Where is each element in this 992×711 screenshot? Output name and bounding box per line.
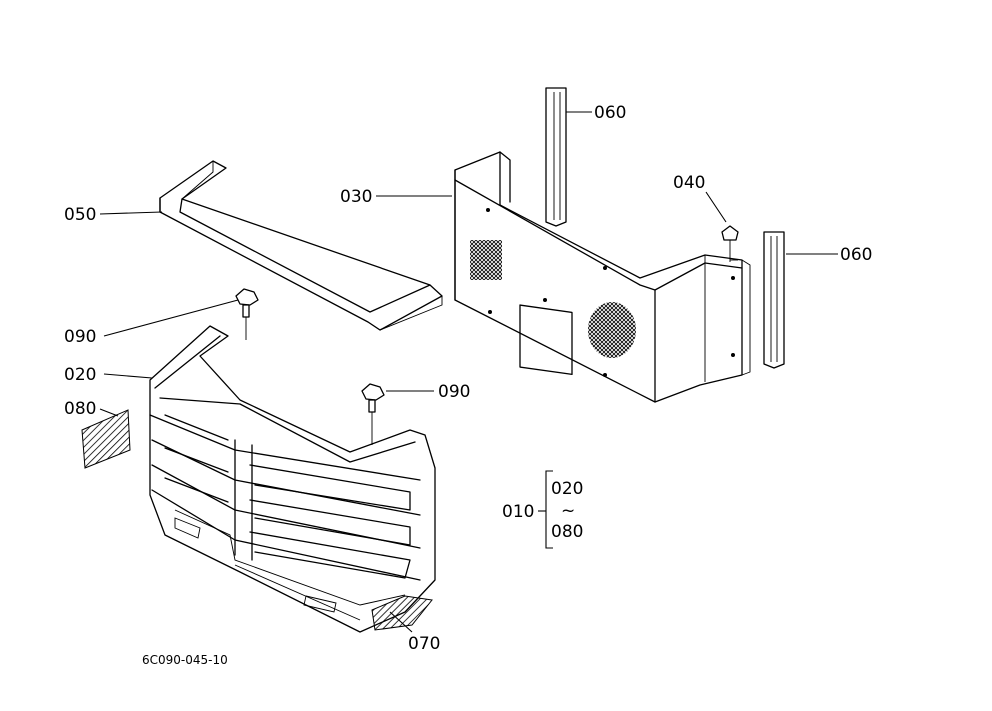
label-060-top: 060	[594, 103, 626, 123]
label-040: 040	[673, 173, 705, 193]
leader-lines	[99, 111, 838, 633]
label-060-right: 060	[840, 245, 872, 265]
clip-nut-040	[721, 225, 739, 262]
label-070: 070	[408, 634, 440, 654]
push-clip-090-b	[361, 383, 385, 445]
bracket-tilde: ~	[561, 501, 575, 521]
part-labels: 050 030 060 040 060 090 020 080 090 070 …	[64, 103, 872, 667]
top-cap-050	[159, 160, 443, 331]
label-020: 020	[64, 365, 96, 385]
side-plate-080	[81, 409, 131, 469]
rubber-strip-060-a	[545, 87, 567, 227]
push-clip-090-a	[235, 288, 259, 340]
label-080: 080	[64, 399, 96, 419]
bracket-top-label: 020	[551, 479, 583, 499]
front-grille-020	[149, 325, 436, 633]
figure-code: 6C090-045-10	[142, 653, 228, 667]
label-090-right: 090	[438, 382, 470, 402]
label-030: 030	[340, 187, 372, 207]
rear-panel-030	[454, 151, 751, 403]
bracket-bottom-label: 080	[551, 522, 583, 542]
label-090-left: 090	[64, 327, 96, 347]
label-050: 050	[64, 205, 96, 225]
label-010: 010	[502, 502, 534, 522]
rubber-strip-060-b	[763, 231, 785, 369]
